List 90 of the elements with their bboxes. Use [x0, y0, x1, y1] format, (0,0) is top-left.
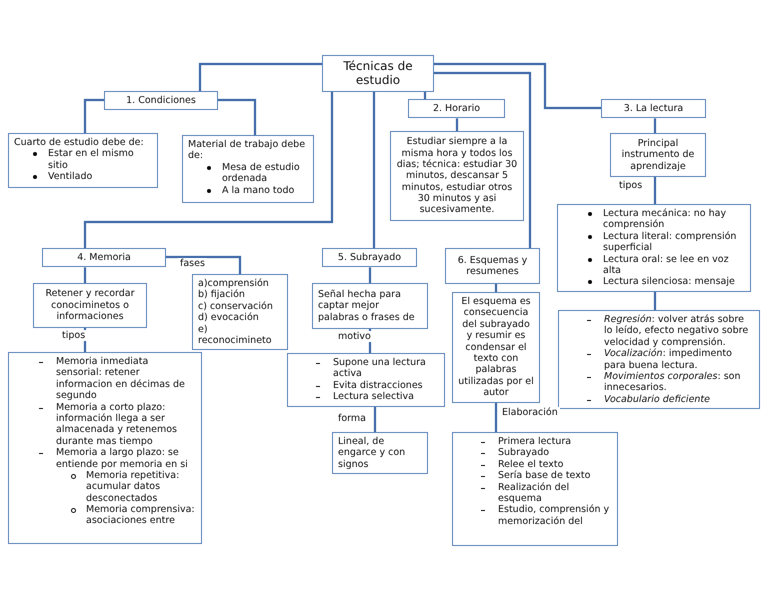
connector-line	[372, 92, 376, 248]
concept-box	[33, 283, 147, 328]
list-item: Estudio, comprensión y memorización del	[458, 504, 612, 528]
list-box	[558, 310, 760, 410]
box-text: El esquema es consecuencia del subrayado y resumir es condensar el texto con palabras utilizadas por el autor	[458, 296, 534, 399]
list-item: Vocalización: impedimento para buena lectura.	[564, 348, 754, 371]
list-box	[182, 135, 314, 203]
box-text: Técnicas de estudio	[342, 59, 414, 88]
box-text: 3. La lectura	[622, 103, 684, 114]
concept-box	[322, 248, 417, 268]
list-item: Primera lectura	[458, 436, 612, 448]
box-text: Señal hecha para captar mejor palabras o frases de	[318, 288, 416, 324]
list-item: e) reconocimineto	[198, 324, 273, 346]
connector-line	[368, 267, 372, 283]
concept-box	[390, 131, 524, 221]
edge-label: forma	[336, 413, 368, 424]
connector-line	[84, 92, 334, 248]
list-item: Regresión: volver atrás sobre lo leído, efecto negativo sobre velocidad y comprensión.	[564, 314, 754, 348]
list-box	[8, 133, 158, 188]
list-item: Estar en el mismo sitio	[14, 148, 152, 172]
list-item: d) evocación	[198, 312, 260, 324]
box-text: 5. Subrayado	[336, 252, 402, 264]
concept-box	[601, 99, 706, 118]
edge-label: motivo	[336, 331, 373, 342]
connector-line	[434, 72, 532, 248]
list-item: Memoria a largo plazo: se entiende por memoria en si	[14, 447, 196, 470]
list-item: Evita distracciones	[293, 380, 439, 392]
concept-box	[610, 133, 706, 177]
list-item: Movimientos corporales: son innecesarios.	[564, 370, 754, 394]
title-box	[322, 55, 434, 92]
concept-box	[312, 283, 428, 329]
connector-line	[218, 98, 256, 135]
connector-line	[374, 406, 376, 432]
list-box	[287, 353, 445, 407]
list-item: Memoria comprensiva: asociaciones entre	[14, 504, 196, 527]
list-box	[557, 204, 751, 292]
box-text: 1. Condiciones	[125, 95, 197, 106]
list-box	[192, 274, 288, 350]
list-item: Vocabulario deficiente	[564, 394, 754, 406]
connector-line	[84, 267, 86, 283]
box-heading: Cuarto de estudio debe de:	[14, 137, 145, 148]
box-text: 2. Horario	[432, 103, 482, 114]
box-text: Principal instrumento de aprendizaje	[620, 138, 696, 172]
list-item: Relee el texto	[458, 458, 612, 470]
list-item: Mesa de estudio ordenada	[188, 162, 308, 185]
concept-box	[42, 248, 166, 268]
list-item: c) conservación	[198, 300, 274, 312]
connector-line	[434, 62, 601, 110]
list-item: Sería base de texto	[458, 470, 612, 482]
box-text: 4. Memoria	[76, 252, 132, 264]
box-text: 6. Esquemas y resumenes	[456, 254, 528, 278]
connector-line	[654, 177, 656, 204]
list-item: A la mano todo	[188, 184, 308, 196]
connector-line	[494, 284, 498, 292]
connector-line	[198, 62, 322, 91]
box-heading: Material de trabajo debe de:	[188, 139, 306, 162]
list-item: Lectura selectiva	[293, 391, 439, 403]
connector-line	[84, 98, 104, 133]
concept-box	[332, 432, 428, 474]
list-item: Lectura mecánica: no hay comprensión	[563, 208, 745, 231]
list-item: Lectura oral: se lee en voz alta	[563, 254, 745, 276]
list-item: Ventilado	[14, 171, 152, 183]
concept-box	[452, 292, 540, 403]
box-text: Retener y recordar conociminetos o informaciones	[44, 288, 136, 323]
list-item: Lectura silenciosa: mensaje	[563, 276, 745, 288]
list-item: Memoria a corto plazo: información llega a ser almacenada y retenemos durante mas tiempo	[14, 402, 196, 448]
edge-label: Elaboración	[500, 407, 560, 418]
connector-line	[166, 256, 242, 274]
list-box	[452, 432, 618, 546]
connector-line	[654, 118, 656, 133]
list-item: Memoria inmediata sensorial: retener informacion en décimas de segundo	[14, 356, 196, 402]
connector-line	[456, 118, 458, 131]
list-item: Realización del esquema	[458, 482, 612, 504]
connector-line	[654, 292, 656, 310]
connector-line	[494, 402, 498, 432]
edge-label: fases	[178, 258, 207, 270]
concept-box	[408, 99, 505, 118]
box-text: Estudiar siempre a la misma hora y todos los dias; técnica: estudiar 30 minutos, descansar 5 minutos, estudiar otros 30 minutos y asi sucesivamente.	[396, 136, 518, 216]
box-text: Lineal, de engarce y con signos	[338, 436, 406, 470]
list-item: Memoria repetitiva: acumular datos desconectados	[14, 470, 196, 504]
list-box	[8, 352, 202, 544]
edge-label: tipos	[617, 180, 644, 192]
list-item: Subrayado	[458, 447, 612, 459]
concept-box	[445, 248, 540, 284]
list-item: a)comprensión	[198, 278, 270, 289]
list-item: b) fijación	[198, 289, 246, 301]
edge-label: tipos	[60, 330, 88, 342]
concept-box	[104, 91, 218, 110]
list-item: Lectura literal: comprensión superficial	[563, 230, 745, 254]
list-item: Supone una lectura activa	[293, 357, 439, 380]
